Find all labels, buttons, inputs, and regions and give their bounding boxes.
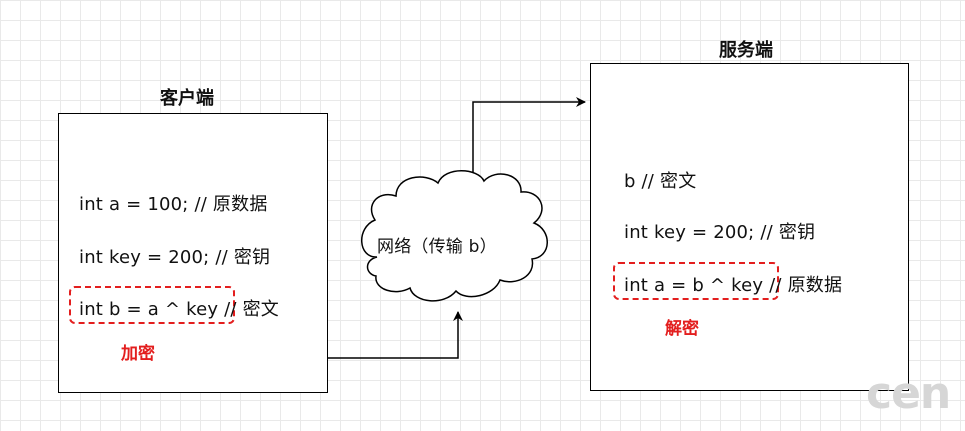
client-encrypt-comment: // 密文 bbox=[224, 299, 279, 320]
client-line-data: int a = 100; // 原数据 bbox=[79, 194, 268, 215]
client-title: 客户端 bbox=[160, 88, 214, 109]
client-to-network-arrow bbox=[328, 311, 463, 359]
client-line-encrypt: int b = a ^ key // 密文 bbox=[79, 295, 279, 321]
network-label: 网络（传输 b） bbox=[377, 237, 497, 257]
server-line-decrypt: int a = b ^ key // 原数据 bbox=[624, 271, 842, 297]
client-line-key: int key = 200; // 密钥 bbox=[79, 247, 271, 268]
client-encrypt-code: int b = a ^ key bbox=[79, 299, 219, 320]
server-title: 服务端 bbox=[719, 40, 773, 61]
server-line-cipher: b // 密文 bbox=[624, 171, 697, 192]
server-decrypt-code: int a = b ^ key bbox=[624, 275, 764, 296]
encrypt-label: 加密 bbox=[121, 344, 155, 364]
decrypt-label: 解密 bbox=[665, 319, 699, 339]
network-cloud-shape bbox=[361, 170, 548, 302]
watermark-text: cen bbox=[866, 368, 951, 419]
client-highlight-box bbox=[69, 286, 235, 324]
server-line-key: int key = 200; // 密钥 bbox=[624, 222, 816, 243]
network-to-server-arrow bbox=[472, 97, 586, 183]
server-highlight-box bbox=[613, 262, 779, 300]
server-box bbox=[590, 63, 909, 391]
server-decrypt-comment: // 原数据 bbox=[769, 275, 843, 296]
client-box bbox=[58, 113, 328, 393]
